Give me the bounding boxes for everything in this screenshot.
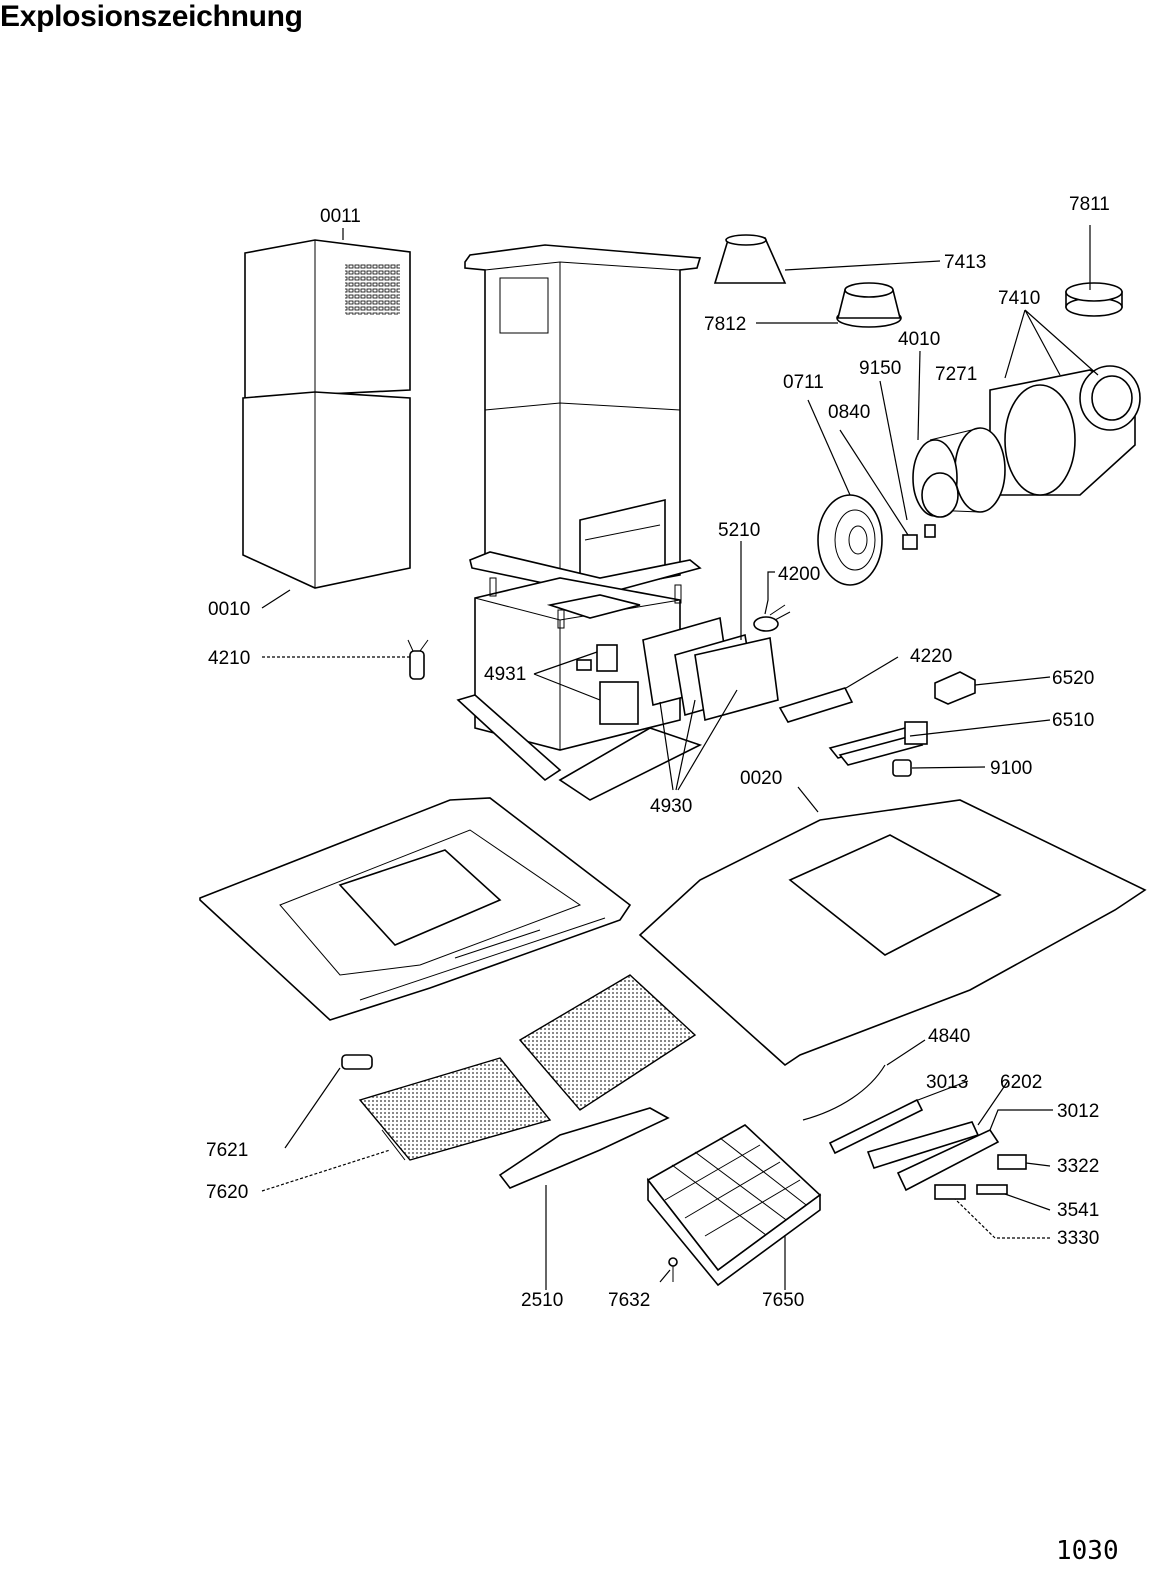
grease-filter-7620-part — [358, 974, 697, 1161]
label-7632: 7632 — [608, 1290, 650, 1311]
page-number: 1030 — [1056, 1536, 1119, 1566]
label-9100: 9100 — [990, 758, 1032, 779]
label-4220: 4220 — [910, 646, 952, 667]
air-outlet-collar-7812-part — [836, 282, 902, 328]
label-6520: 6520 — [1052, 668, 1094, 689]
capacitor-4210-part — [407, 639, 429, 680]
label-7271: 7271 — [935, 364, 977, 385]
circuit-boards-part — [642, 616, 779, 722]
chimney-lower-cover-part — [242, 391, 411, 589]
switch-3322-part — [997, 1154, 1027, 1170]
duct-reducer-7413-part — [713, 234, 787, 284]
label-0010: 0010 — [208, 599, 250, 620]
label-4210: 4210 — [208, 648, 250, 669]
screw-7632-part — [668, 1257, 678, 1282]
lamp-holder-4220-part — [778, 687, 854, 723]
glass-canopy-0020-part — [638, 799, 1147, 1067]
label-3322: 3322 — [1057, 1156, 1099, 1177]
label-0011: 0011 — [320, 206, 361, 227]
label-7621: 7621 — [206, 1140, 248, 1161]
label-3012: 3012 — [1057, 1101, 1099, 1122]
display-3541-part — [976, 1184, 1008, 1195]
label-4200: 4200 — [778, 564, 820, 585]
label-4010: 4010 — [898, 329, 940, 350]
label-5210: 5210 — [718, 520, 760, 541]
leader-lines — [261, 225, 1099, 1290]
label-6510: 6510 — [1052, 710, 1094, 731]
gasket-2510-part — [498, 1107, 670, 1189]
push-button-9100-part — [892, 759, 912, 777]
label-0711: 0711 — [783, 372, 824, 393]
label-6202: 6202 — [1000, 1072, 1042, 1093]
switch-3330-part — [934, 1184, 966, 1200]
air-outlet-ring-7811-part — [1065, 282, 1123, 317]
capacitor-4200-part — [753, 604, 791, 632]
terminal-block-part — [576, 644, 639, 725]
label-0020: 0020 — [740, 768, 782, 789]
small-parts-0840-9150 — [902, 524, 936, 550]
label-7413: 7413 — [944, 252, 986, 273]
label-7620: 7620 — [206, 1182, 248, 1203]
chimney-upper-cover-part — [244, 239, 411, 399]
lamp-cap-6520-part — [934, 671, 976, 705]
blower-housing-part — [989, 365, 1141, 496]
label-3541: 3541 — [1057, 1200, 1099, 1221]
page-title: Explosionszeichnung — [0, 0, 303, 33]
label-2510: 2510 — [521, 1290, 563, 1311]
control-board-3012-part — [896, 1128, 1000, 1192]
label-3013: 3013 — [926, 1072, 968, 1093]
blower-cover-0711-part — [817, 494, 883, 586]
label-7812: 7812 — [704, 314, 746, 335]
label-7811: 7811 — [1069, 194, 1110, 215]
charcoal-filter-7650-part — [646, 1124, 822, 1287]
label-4840: 4840 — [928, 1026, 970, 1047]
filter-latch-7621-part — [341, 1054, 373, 1070]
label-9150: 9150 — [859, 358, 901, 379]
label-7410: 7410 — [998, 288, 1040, 309]
label-4930: 4930 — [650, 796, 692, 817]
label-7650: 7650 — [762, 1290, 804, 1311]
control-panel-strip-3013-part — [828, 1098, 924, 1155]
cable-4840-part — [802, 1064, 886, 1121]
motor-part — [921, 472, 959, 518]
fluorescent-lamp-6510-part — [828, 721, 928, 766]
label-0840: 0840 — [828, 402, 870, 423]
label-3330: 3330 — [1057, 1228, 1099, 1249]
hood-body-part — [199, 797, 632, 1021]
label-4931: 4931 — [484, 664, 526, 685]
inner-duct-frame-part — [464, 244, 702, 596]
